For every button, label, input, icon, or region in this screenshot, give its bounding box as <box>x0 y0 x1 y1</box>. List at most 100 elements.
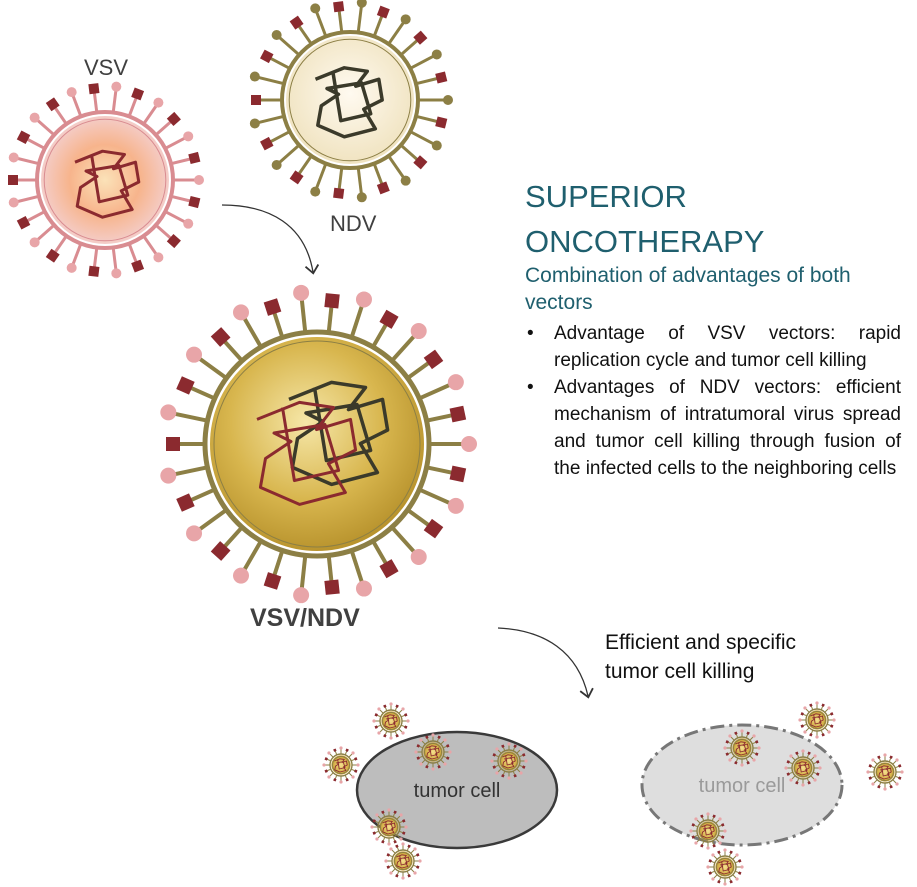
spike-square <box>734 761 738 765</box>
mini-genome <box>796 761 810 776</box>
spike-square <box>386 865 390 869</box>
mini-genome <box>382 820 396 835</box>
combo-genome-ndv <box>288 380 390 487</box>
spike-square <box>807 781 811 785</box>
spike-knob <box>410 548 427 565</box>
spike-knob <box>723 848 727 852</box>
spike-square <box>889 785 893 789</box>
spike-square <box>416 744 420 748</box>
spike-square <box>402 831 406 835</box>
inner-ring <box>380 818 398 836</box>
vsv-ndv-virus <box>160 284 477 604</box>
spike-knob <box>728 734 732 738</box>
spike-knob <box>740 865 744 869</box>
spike-stem <box>387 18 407 45</box>
title-line-2: ONCOTHERAPY <box>525 224 765 259</box>
spike-stem <box>387 155 407 182</box>
spike-square <box>729 850 733 854</box>
spike-square <box>795 781 799 785</box>
spike-knob <box>111 81 122 92</box>
spike-knob <box>293 284 310 301</box>
spike-knob <box>447 374 464 391</box>
spike-knob <box>706 812 710 816</box>
inner-ring <box>43 118 167 242</box>
spike-square <box>898 764 902 768</box>
spike-square <box>131 259 145 273</box>
spike-square <box>522 765 526 769</box>
spike-square <box>8 175 18 185</box>
spike-square <box>717 880 721 884</box>
spike-knob <box>399 837 403 841</box>
mini-genome <box>502 754 516 769</box>
inner-ring <box>500 752 518 770</box>
envelope-ring <box>873 760 897 784</box>
spike-square <box>877 785 881 789</box>
spike-square <box>449 465 467 483</box>
spike-square <box>800 724 804 728</box>
spike-square <box>333 778 337 782</box>
envelope-ring <box>421 740 445 764</box>
spike-knob <box>871 758 875 762</box>
advantages-list: Advantage of VSV vectors: rapid replicat… <box>525 320 901 482</box>
spike-knob <box>351 775 355 779</box>
envelope-ring <box>696 819 720 843</box>
mini-virus <box>784 749 822 787</box>
spike-knob <box>387 842 391 846</box>
arrow-to-killing <box>497 627 594 699</box>
spike-square <box>712 844 716 848</box>
spike-knob <box>233 304 249 321</box>
spike-square <box>395 734 399 738</box>
spike-knob <box>186 346 203 363</box>
inner-ring <box>808 711 826 729</box>
spike-knob <box>183 218 194 229</box>
spike-square <box>45 97 60 112</box>
vsv-label: VSV <box>84 55 129 80</box>
spike-knob <box>413 871 417 875</box>
spike-knob <box>419 738 423 742</box>
spike-square <box>188 151 201 165</box>
spike-knob <box>689 829 693 833</box>
spike-knob <box>29 237 40 248</box>
spike-knob <box>871 782 875 786</box>
spike-square <box>877 755 881 759</box>
spike-square <box>88 265 100 277</box>
spike-square <box>416 756 420 760</box>
spike-square <box>381 840 385 844</box>
spike-stem <box>254 114 285 125</box>
spike-knob <box>495 771 499 775</box>
vsv-ndv-label: VSV/NDV <box>250 604 360 632</box>
spike-square <box>708 871 712 875</box>
inner-ring <box>876 763 894 781</box>
spike-knob <box>443 95 453 105</box>
spike-square <box>435 116 448 129</box>
spike-knob <box>293 587 310 604</box>
intact-cell-label: tumor cell <box>414 780 501 802</box>
spike-square <box>45 248 60 263</box>
spike-square <box>423 518 444 539</box>
spike-knob <box>798 718 802 722</box>
spike-square <box>734 731 738 735</box>
spike-knob <box>789 778 793 782</box>
spike-square <box>821 733 825 737</box>
mini-virus <box>370 808 408 846</box>
spike-knob <box>384 859 388 863</box>
mini-virus <box>384 842 422 880</box>
spike-square <box>816 772 820 776</box>
spike-knob <box>377 731 381 735</box>
ndv-genome <box>314 66 384 139</box>
spike-square <box>795 751 799 755</box>
spike-knob <box>524 759 528 763</box>
spike-square <box>324 293 340 309</box>
spike-knob <box>757 746 761 750</box>
panel-subtitle: Combination of advantages of both vector… <box>525 264 851 314</box>
spike-square <box>492 753 496 757</box>
spike-square <box>404 725 408 729</box>
spike-knob <box>718 841 722 845</box>
spike-square <box>404 713 408 717</box>
spike-square <box>402 819 406 823</box>
spike-knob <box>355 580 372 597</box>
spike-square <box>210 327 231 347</box>
envelope-ring <box>805 708 829 732</box>
spike-knob <box>803 730 807 734</box>
mini-genome <box>735 741 749 756</box>
